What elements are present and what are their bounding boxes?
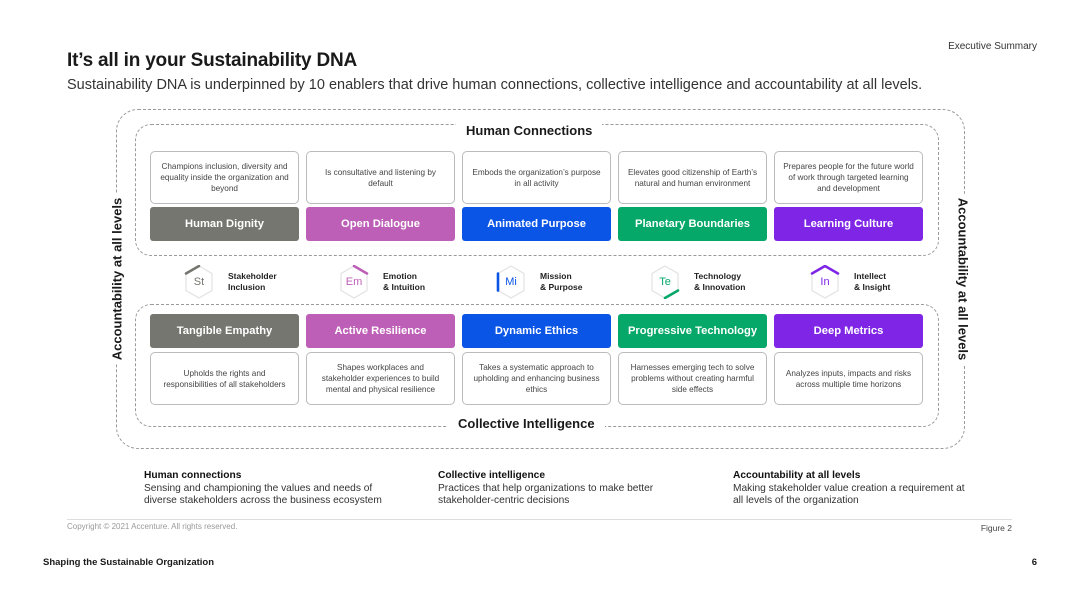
enabler-description: Is consultative and listening by default bbox=[306, 151, 455, 204]
enabler-description: Analyzes inputs, impacts and risks acros… bbox=[774, 352, 923, 405]
element-name: Intellect& Insight bbox=[854, 271, 891, 292]
hexagon-icon bbox=[184, 265, 213, 299]
enabler-description: Upholds the rights and responsibilities … bbox=[150, 352, 299, 405]
element-symbol: In bbox=[820, 276, 830, 288]
element-symbol: Te bbox=[659, 276, 671, 288]
legend-title: Collective intelligence bbox=[438, 470, 546, 481]
enabler-description: Harnesses emerging tech to solve problem… bbox=[618, 352, 767, 405]
hexagon-icon bbox=[651, 265, 680, 299]
legend-accountability: Accountability at all levels Making stak… bbox=[733, 470, 973, 508]
page-number: 6 bbox=[1031, 557, 1037, 568]
figure-label: Figure 2 bbox=[980, 523, 1012, 533]
legend-text: Practices that help organizations to mak… bbox=[438, 482, 654, 507]
enabler-description: Takes a systematic approach to upholding… bbox=[462, 352, 611, 405]
hexagon-icon bbox=[810, 265, 840, 299]
human-connections-heading: Human Connections bbox=[456, 123, 603, 138]
enabler-description: Champions inclusion, diversity and equal… bbox=[150, 151, 299, 204]
enabler-dynamic-ethics: Dynamic Ethics bbox=[462, 314, 611, 348]
element-symbol: Em bbox=[345, 276, 363, 288]
accountability-label-left: Accountability at all levels bbox=[109, 193, 125, 365]
hexagon-icon bbox=[340, 265, 369, 299]
element-name: Mission& Purpose bbox=[540, 271, 583, 292]
legend-text: Sensing and championing the values and n… bbox=[144, 482, 382, 507]
legend-title: Accountability at all levels bbox=[733, 470, 861, 481]
enabler-description: Prepares people for the future world of … bbox=[774, 151, 923, 204]
footer-title: Shaping the Sustainable Organization bbox=[43, 557, 215, 568]
element-technology-innovation: Te Technology& Innovation bbox=[650, 265, 800, 299]
divider bbox=[67, 519, 1012, 520]
enabler-description: Elevates good citizenship of Earth’s nat… bbox=[618, 151, 767, 204]
enabler-description: Shapes workplaces and stakeholder experi… bbox=[306, 352, 455, 405]
enabler-tangible-empathy: Tangible Empathy bbox=[150, 314, 299, 348]
page-subtitle: Sustainability DNA is underpinned by 10 … bbox=[67, 77, 923, 93]
collective-intelligence-heading: Collective Intelligence bbox=[448, 416, 605, 431]
enabler-planetary-boundaries: Planetary Boundaries bbox=[618, 207, 767, 241]
page-title: It’s all in your Sustainability DNA bbox=[67, 50, 358, 71]
enabler-deep-metrics: Deep Metrics bbox=[774, 314, 923, 348]
element-symbol: Mi bbox=[505, 276, 517, 288]
enabler-human-dignity: Human Dignity bbox=[150, 207, 299, 241]
enabler-animated-purpose: Animated Purpose bbox=[462, 207, 611, 241]
enabler-open-dialogue: Open Dialogue bbox=[306, 207, 455, 241]
element-mission-purpose: Mi Mission& Purpose bbox=[496, 265, 646, 299]
element-emotion-intuition: Em Emotion& Intuition bbox=[339, 265, 489, 299]
section-label: Executive Summary bbox=[948, 41, 1037, 52]
hexagon-icon bbox=[496, 265, 525, 299]
enabler-progressive-technology: Progressive Technology bbox=[618, 314, 767, 348]
legend-title: Human connections bbox=[144, 470, 242, 481]
legend-text: Making stakeholder value creation a requ… bbox=[733, 482, 965, 507]
enabler-active-resilience: Active Resilience bbox=[306, 314, 455, 348]
enabler-description: Embods the organization’s purpose in all… bbox=[462, 151, 611, 204]
element-name: Emotion& Intuition bbox=[383, 271, 426, 292]
copyright: Copyright © 2021 Accenture. All rights r… bbox=[67, 522, 238, 531]
enabler-learning-culture: Learning Culture bbox=[774, 207, 923, 241]
element-name: Technology& Innovation bbox=[694, 271, 746, 292]
legend-human-connections: Human connections Sensing and championin… bbox=[144, 470, 404, 508]
element-symbol: St bbox=[193, 276, 205, 288]
legend-collective-intelligence: Collective intelligence Practices that h… bbox=[438, 470, 678, 508]
element-intellect-insight: In Intellect& Insight bbox=[810, 265, 960, 299]
